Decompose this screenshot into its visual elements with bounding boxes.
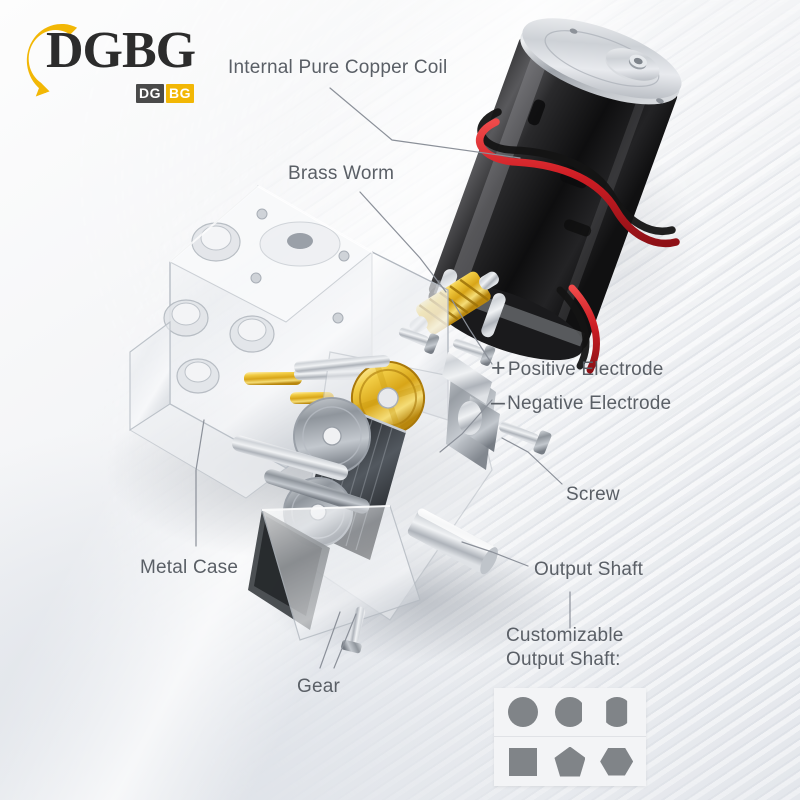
dc-motor-body: [428, 18, 682, 361]
hexagon-icon: [600, 747, 634, 776]
double-d-cut-shaft-shape[interactable]: [599, 694, 635, 730]
callout-output-shaft: Output Shaft: [534, 559, 644, 580]
circle-icon: [508, 697, 539, 727]
callout-screw: Screw: [566, 484, 620, 505]
brand-logo[interactable]: DGBG DG BG: [8, 8, 218, 113]
logo-subtext-dg: DG: [136, 84, 164, 103]
motor-end-cap: [520, 18, 682, 105]
shaft-shape-row-top: [494, 688, 646, 737]
callout-brass-worm: Brass Worm: [288, 163, 395, 184]
callout-positive-electrode-text: Positive Electrode: [507, 359, 664, 380]
callout-customizable-output-shaft: Customizable Output Shaft:: [506, 625, 624, 671]
square-icon: [509, 747, 538, 776]
pentagon-icon: [554, 746, 586, 777]
steel-spur-gear-upper: [293, 397, 371, 475]
logo-wordmark: DGBG: [46, 22, 196, 79]
hexagon-shaft-shape[interactable]: [599, 744, 635, 780]
logo-subtext: DG BG: [136, 84, 194, 103]
d-cut-shaft-shape[interactable]: [552, 694, 588, 730]
plus-icon: +: [491, 354, 506, 382]
minus-icon: –: [491, 388, 506, 416]
logo-subtext-bg: BG: [166, 84, 194, 103]
shaft-shape-row-bottom: [494, 737, 646, 786]
callout-gear: Gear: [297, 676, 341, 697]
brass-spur-gear: [351, 361, 425, 435]
callout-internal-pure-copper-coil: Internal Pure Copper Coil: [228, 57, 448, 78]
round-shaft-shape[interactable]: [505, 694, 541, 730]
pentagon-shaft-shape[interactable]: [552, 744, 588, 780]
customizable-shaft-shape-panel[interactable]: [494, 688, 646, 786]
logo-arc-icon: [26, 23, 78, 97]
callout-negative-electrode-text: Negative Electrode: [507, 393, 672, 414]
square-shaft-shape[interactable]: [505, 744, 541, 780]
double-d-cut-icon: [606, 697, 628, 727]
callout-metal-case: Metal Case: [140, 557, 239, 578]
callout-positive-electrode: + Positive Electrode: [491, 355, 664, 382]
callout-negative-electrode: – Negative Electrode: [491, 389, 671, 416]
gearbox-bottom-plate: [261, 505, 421, 641]
d-cut-icon: [554, 697, 582, 727]
